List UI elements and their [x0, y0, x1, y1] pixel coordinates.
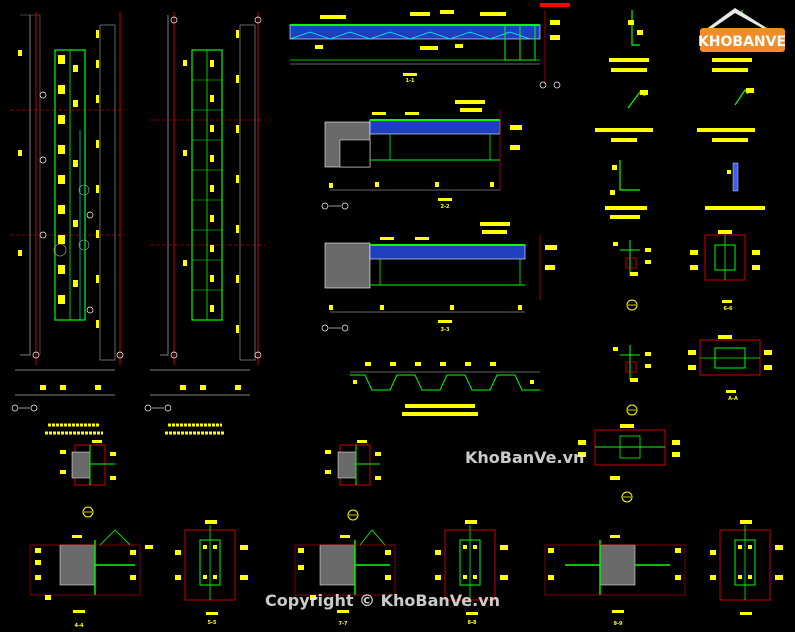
watermark-center: KhoBanVe.vn	[465, 448, 584, 467]
beam-section-1-1: 1-1	[289, 3, 570, 89]
section-mark-1-1: 1-1	[405, 78, 415, 84]
bottom-detail-5-5: 5-5	[175, 520, 248, 626]
logo-text: KHOBANVE	[698, 34, 786, 50]
steel-shape-details	[595, 10, 765, 219]
bottom-detail-4-4: 4-4	[29, 529, 153, 629]
bottom-detail-7-7: 8-8	[435, 520, 508, 626]
connection-detail-small-1	[613, 240, 651, 311]
section-mark-3-3: 3-3	[440, 327, 450, 333]
beam-section-3-3: 3-3	[321, 222, 557, 333]
connection-detail-3-3-right: 6-6	[690, 230, 760, 312]
section-mark-7-7: 7-7	[338, 621, 348, 627]
column-detail-left-mid	[60, 440, 116, 518]
connection-detail-small-2	[613, 345, 651, 416]
section-mark-5-5: 5-5	[207, 620, 217, 626]
deck-profile	[350, 362, 540, 416]
floor-plan-left	[10, 12, 125, 435]
bottom-detail-8-8: 9-9	[544, 535, 686, 627]
section-mark-a-a: A-A	[728, 396, 738, 402]
section-mark-4-4: 4-4	[74, 623, 84, 629]
logo-badge	[700, 28, 785, 52]
khobanve-logo: KHOBANVE	[698, 8, 786, 52]
beam-section-2-2: 2-2	[321, 100, 522, 210]
column-detail-center-mid	[325, 440, 381, 521]
floor-plan-right	[144, 12, 265, 435]
watermark-bottom: Copyright © KhoBanVe.vn	[265, 591, 500, 610]
section-mark-2-2: 2-2	[440, 204, 450, 210]
section-mark-6-6: 6-6	[723, 306, 733, 312]
section-mark-8-8: 8-8	[467, 620, 477, 626]
bottom-detail-9-9	[710, 520, 783, 615]
connection-detail-a-a: A-A	[688, 335, 772, 402]
bottom-detail-6-6: 7-7	[294, 529, 396, 627]
section-mark-9-9: 9-9	[613, 621, 623, 627]
connection-detail-center-right	[578, 424, 680, 503]
